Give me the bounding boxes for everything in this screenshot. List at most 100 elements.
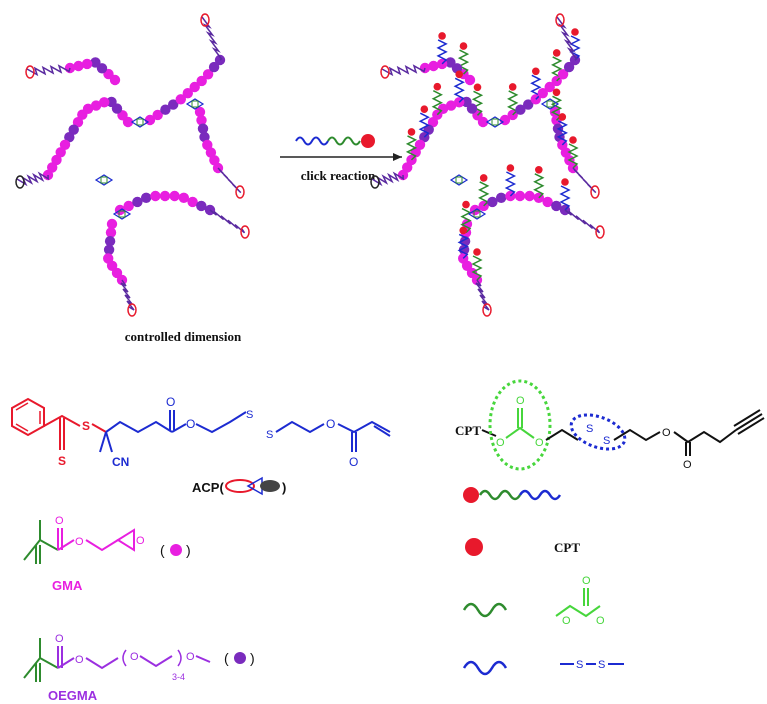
chain-end-group — [127, 303, 137, 317]
acp-disulfide-linker — [275, 420, 325, 434]
gma-bead-icon — [170, 544, 182, 556]
oegma-paren-close: ) — [250, 650, 255, 666]
legend-carbonate-o-3: O — [596, 615, 605, 627]
acp-disulfide-linker — [195, 411, 247, 434]
polymer-bead — [544, 81, 555, 93]
pendant-cpt-ball — [438, 32, 446, 40]
pendant-prodrug-chain — [471, 255, 483, 281]
chain-end-group — [200, 13, 210, 27]
benzene-double-bond — [15, 402, 29, 411]
polymer-bead — [55, 147, 66, 158]
polymer-bead — [103, 244, 115, 255]
polymer-bead — [160, 104, 171, 115]
polymer-tail — [217, 167, 242, 194]
legend-cpt-ball — [465, 538, 483, 556]
acp-junction-core — [491, 118, 499, 126]
chain-end-group — [482, 303, 492, 317]
cpt-atom-s-1: S — [586, 423, 593, 435]
pendant-prodrug-chain — [418, 112, 430, 138]
polymer-tail — [26, 64, 71, 77]
pendant-cpt-ball — [407, 128, 416, 136]
cpt-atom-o-3: O — [535, 437, 544, 449]
cn-bond — [105, 431, 113, 453]
polymer-bead — [445, 100, 457, 111]
oegma-structure: O O O 3-4 O OEGMA ( ) — [23, 633, 255, 703]
cpt-label-top: CPT — [455, 423, 481, 438]
polymer-bead — [428, 60, 439, 72]
polymer-tail — [201, 16, 223, 61]
pendant-prodrug-chain — [405, 135, 418, 161]
polymer-bead — [141, 192, 152, 203]
oegma-atom-o-2: O — [75, 654, 84, 666]
polymer-bead — [159, 190, 171, 202]
pendant-cpt-ball — [459, 226, 468, 235]
pendant-prodrug-chain — [504, 171, 517, 197]
polymer-bead — [90, 57, 101, 68]
chain-end-group — [590, 185, 600, 199]
legend-carbonate-o-1: O — [582, 575, 591, 587]
polymer-bead — [199, 131, 210, 143]
reagent-cpt-ball — [361, 134, 375, 148]
cpt-atom-s-2: S — [603, 435, 610, 447]
cpt-atom-o-2: O — [516, 395, 525, 407]
legend-disulfide-s-1: S — [576, 659, 583, 671]
oegma-atom-o-3: O — [130, 651, 139, 663]
oegma-bead-icon — [234, 652, 246, 664]
pendant-prodrug-chain — [431, 90, 443, 116]
pendant-cpt-ball — [455, 70, 464, 79]
cpt-atom-o-ester: O — [662, 427, 671, 439]
acp-junction-core — [118, 210, 126, 218]
pendant-cpt-ball — [459, 42, 468, 50]
pendant-cpt-ball — [473, 248, 481, 256]
acp-junction-core — [473, 210, 481, 218]
polymer-tail — [371, 171, 405, 187]
atom-o-carbonyl: O — [166, 395, 175, 409]
oegma-ethylene-2 — [139, 655, 173, 668]
gma-paren-open: ( — [160, 542, 165, 558]
oegma-repeat-bracket-close — [177, 649, 182, 667]
gma-atom-o-2: O — [75, 536, 84, 548]
acp-junction-core — [136, 118, 144, 126]
pendant-cpt-ball — [532, 67, 540, 76]
pendant-prodrug-chain — [453, 77, 465, 103]
polymer-bead — [106, 218, 118, 230]
chain-end-group — [15, 175, 25, 189]
alkyne-triple — [735, 413, 763, 431]
controlled-dimension-label: controlled dimension — [125, 329, 242, 344]
polymer-bead — [99, 97, 110, 108]
acp-junction-core — [191, 100, 199, 108]
benzene-double-bond — [15, 423, 29, 432]
chain-end-group — [25, 65, 35, 79]
legend-green-wave — [462, 602, 508, 618]
oegma-repeat-count: 3-4 — [172, 672, 185, 682]
legend-carbonate: O O O — [555, 575, 605, 627]
carbonate-bonds — [505, 426, 535, 439]
polymer-bead — [523, 99, 534, 110]
pendant-cpt-ball — [508, 83, 517, 91]
legend: CPT O O O S S — [462, 487, 624, 676]
polymer-bead — [515, 104, 526, 115]
atom-s-1: S — [246, 409, 253, 421]
dithioester-bonds — [43, 414, 81, 427]
polymer-bead — [123, 200, 134, 212]
polymer-tail — [209, 209, 246, 234]
polymer-tail — [16, 171, 50, 187]
polymer-bead — [90, 100, 102, 111]
acp-junction-core — [455, 176, 463, 184]
pendant-cpt-ball — [558, 113, 567, 121]
pendant-prodrug-chain — [460, 207, 472, 234]
legend-cpt-label: CPT — [554, 540, 580, 555]
polymer-bead — [178, 192, 189, 203]
reagent-green-chain — [327, 136, 361, 146]
pendant-prodrug-chain — [533, 173, 545, 199]
polymer-bead — [196, 200, 207, 212]
polymer-bead — [524, 190, 535, 202]
polymer-bead — [187, 196, 198, 208]
polymer-tail — [475, 279, 490, 311]
reagent-blue-chain — [295, 136, 329, 146]
alkyne-triple — [733, 409, 761, 427]
pendant-prodrug-chain — [457, 233, 469, 259]
oegma-methoxy — [195, 655, 211, 663]
acp-spindle-icon — [225, 476, 280, 496]
